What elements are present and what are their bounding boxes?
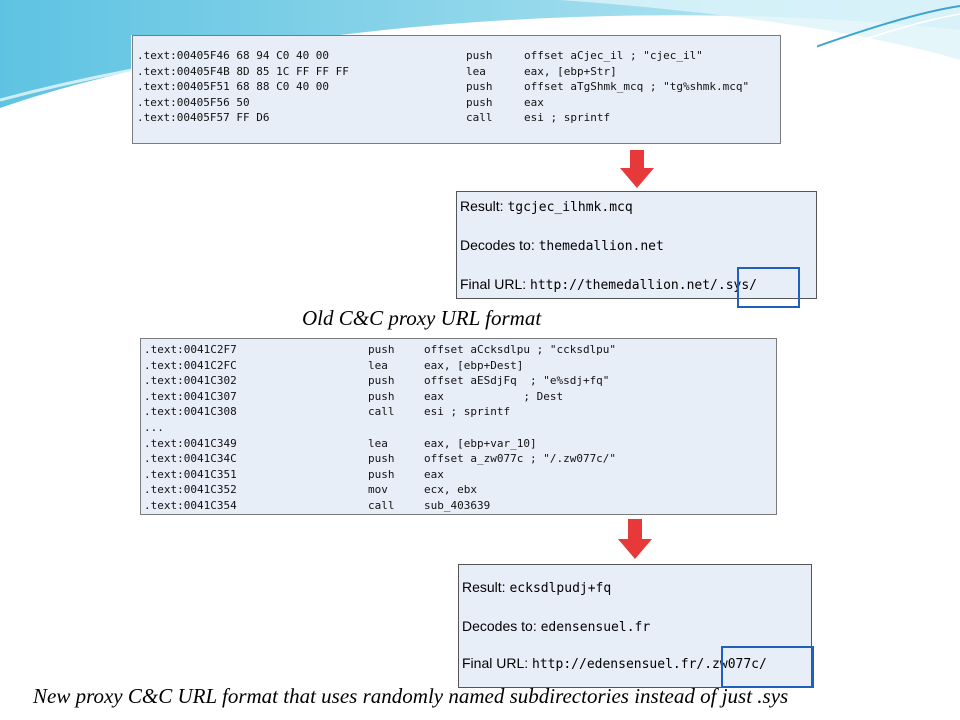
code-arg: esi ; sprintf — [424, 405, 511, 419]
old-result-row: Result: tgcjec_ilhmk.mcq — [460, 198, 633, 215]
new-result-row: Result: ecksdlpudj+fq — [462, 579, 611, 596]
code-line: .text:00405F4B 8D 85 1C FF FF FF lea eax, … — [137, 64, 780, 80]
code-addr: .text:0041C2F7 — [144, 343, 237, 356]
code-line: .text:00405F56 50 push eax — [137, 95, 780, 111]
code-line: .text:0041C354 call sub_403639 — [144, 498, 776, 514]
code-line: .text:0041C2F7 push offset aCcksdlpu ; "cc… — [144, 342, 776, 358]
old-decodes-row: Decodes to: themedallion.net — [460, 237, 664, 254]
final-url-label: Final URL: — [460, 276, 527, 292]
code-addr: ... — [144, 420, 164, 434]
code-op: push — [466, 80, 493, 94]
decodes-label: Decodes to: — [460, 237, 535, 253]
code-addr: .text:00405F4B 8D 85 1C FF FF FF — [137, 64, 349, 78]
code-line: .text:0041C352 mov ecx, ebx — [144, 482, 776, 498]
code-arg: sub_403639 — [424, 498, 491, 512]
code-op: push — [368, 343, 395, 356]
code-addr: .text:00405F51 68 88 C0 40 00 — [137, 80, 330, 94]
code-arg: esi ; sprintf — [524, 111, 611, 125]
code-addr: .text:0041C308 — [144, 405, 237, 419]
result-value: tgcjec_ilhmk.mcq — [507, 200, 633, 215]
code-op: lea — [368, 358, 388, 372]
code-line: .text:0041C2FC lea eax, [ebp+Dest] — [144, 358, 776, 374]
code-addr: .text:00405F57 FF D6 — [137, 111, 270, 125]
code-op: push — [368, 467, 395, 481]
new-final-url-row: Final URL: http://edensensuel.fr/.zw077c… — [462, 655, 767, 672]
code-line: .text:00405F46 68 94 C0 40 00 push offset … — [137, 48, 780, 64]
code-op: call — [368, 498, 395, 512]
code-arg: offset aTgShmk_mcq ; "tg%shmk.mcq" — [524, 80, 750, 94]
code-op: push — [368, 452, 395, 466]
code-addr: .text:0041C351 — [144, 467, 237, 481]
code-op: mov — [368, 483, 388, 497]
decodes-value: edensensuel.fr — [540, 620, 651, 635]
code-op: call — [368, 405, 395, 419]
old-disassembly-listing: .text:00405F46 68 94 C0 40 00 push offset … — [132, 35, 781, 144]
code-arg: eax, [ebp+Str] — [524, 64, 617, 78]
old-final-url-row: Final URL: http://themedallion.net/.sys/ — [460, 276, 757, 293]
code-op: push — [466, 49, 493, 62]
code-line: ... — [144, 420, 776, 436]
code-addr: .text:0041C34C — [144, 452, 237, 466]
code-line: .text:00405F51 68 88 C0 40 00 push offset … — [137, 79, 780, 95]
code-op: lea — [368, 436, 388, 450]
code-addr: .text:0041C307 — [144, 389, 237, 403]
decodes-value: themedallion.net — [538, 239, 664, 254]
code-addr: .text:0041C302 — [144, 374, 237, 388]
code-addr: .text:0041C349 — [144, 436, 237, 450]
code-arg: eax, [ebp+var_10] — [424, 436, 537, 450]
down-arrow-icon — [618, 519, 652, 559]
code-op: push — [368, 374, 395, 388]
code-arg: ecx, ebx — [424, 483, 477, 497]
code-line: .text:0041C34C push offset a_zw077c ; "/.z… — [144, 451, 776, 467]
old-result-box: Result: tgcjec_ilhmk.mcq Decodes to: the… — [456, 191, 817, 299]
code-line: .text:0041C302 push offset aESdjFq ; "e%sd… — [144, 373, 776, 389]
code-line: .text:0041C308 call esi ; sprintf — [144, 404, 776, 420]
new-disassembly-listing: .text:0041C2F7 push offset aCcksdlpu ; "cc… — [140, 338, 777, 515]
code-op: lea — [466, 64, 486, 78]
result-label: Result: — [462, 579, 506, 595]
code-op: call — [466, 111, 493, 125]
final-url-value: http://themedallion.net/.sys/ — [530, 278, 758, 293]
code-arg: eax ; Dest — [424, 389, 564, 403]
code-op: push — [466, 95, 493, 109]
code-arg: offset aCjec_il ; "cjec_il" — [524, 49, 703, 62]
code-arg: offset a_zw077c ; "/.zw077c/" — [424, 452, 617, 466]
final-url-label: Final URL: — [462, 655, 529, 671]
code-line: .text:00405F57 FF D6 call esi ; sprintf — [137, 110, 780, 126]
code-arg: eax — [524, 95, 544, 109]
code-addr: .text:00405F46 68 94 C0 40 00 — [137, 49, 330, 62]
decodes-label: Decodes to: — [462, 618, 537, 634]
new-result-box: Result: ecksdlpudj+fq Decodes to: edense… — [458, 564, 812, 688]
code-line: .text:0041C351 push eax — [144, 467, 776, 483]
code-addr: .text:0041C2FC — [144, 358, 237, 372]
down-arrow-icon — [620, 150, 654, 188]
code-op: push — [368, 389, 395, 403]
new-caption: New proxy C&C URL format that uses rando… — [33, 684, 789, 708]
code-addr: .text:00405F56 50 — [137, 95, 250, 109]
new-decodes-row: Decodes to: edensensuel.fr — [462, 618, 650, 635]
old-caption: Old C&C proxy URL format — [302, 306, 542, 330]
code-addr: .text:0041C352 — [144, 483, 237, 497]
code-arg: eax — [424, 467, 444, 481]
result-value: ecksdlpudj+fq — [509, 581, 612, 596]
code-arg: offset aESdjFq ; "e%sdj+fq" — [424, 374, 610, 388]
code-arg: offset aCcksdlpu ; "ccksdlpu" — [424, 343, 617, 356]
result-label: Result: — [460, 198, 504, 214]
final-url-value: http://edensensuel.fr/.zw077c/ — [532, 657, 767, 672]
code-addr: .text:0041C354 — [144, 498, 237, 512]
new-subdir-highlight — [721, 646, 814, 688]
code-line: .text:0041C349 lea eax, [ebp+var_10] — [144, 436, 776, 452]
old-sys-highlight — [737, 267, 800, 308]
code-line: .text:0041C307 push eax ; Dest — [144, 389, 776, 405]
code-arg: eax, [ebp+Dest] — [424, 358, 524, 372]
